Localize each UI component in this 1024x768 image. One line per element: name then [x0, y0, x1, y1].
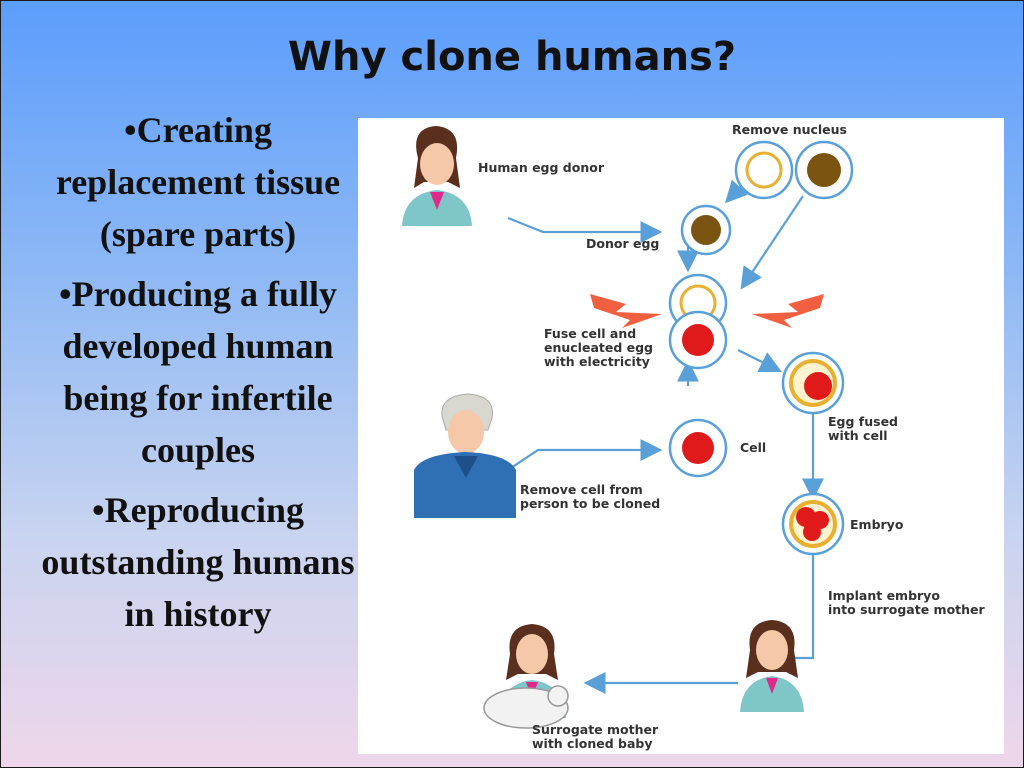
person-to-be-cloned-icon — [414, 393, 516, 518]
label-surrogate-line-2: with cloned baby — [532, 736, 653, 751]
label-remove-cell-line-2: person to be cloned — [520, 496, 660, 511]
cloning-diagram-svg: Remove nucleus Human egg donor Donor egg… — [402, 122, 986, 751]
diagram-labels: Remove nucleus Human egg donor Donor egg… — [478, 122, 986, 751]
donor-egg-cell — [680, 204, 732, 256]
label-remove-cell-line-1: Remove cell from — [520, 482, 643, 497]
bullet-outstanding-humans: •Reproducing outstanding humans in histo… — [41, 490, 355, 634]
label-cell: Cell — [740, 440, 766, 455]
embryo-cell — [781, 492, 845, 556]
label-surrogate-line-1: Surrogate mother — [532, 722, 659, 737]
label-egg-fused-line-2: with cell — [828, 428, 888, 443]
label-implant-line-2: into surrogate mother — [828, 602, 986, 617]
label-egg-fused-line-1: Egg fused — [828, 414, 898, 429]
fusion-cells — [668, 273, 728, 370]
label-human-egg-donor: Human egg donor — [478, 160, 605, 175]
cloning-diagram: Remove nucleus Human egg donor Donor egg… — [358, 118, 1004, 754]
label-fuse-line-2: enucleated egg — [544, 340, 653, 355]
label-donor-egg: Donor egg — [586, 236, 659, 251]
body-cell — [668, 418, 728, 478]
label-implant-line-1: Implant embryo — [828, 588, 940, 603]
bullet-infertile-couples: •Producing a fully developed human being… — [59, 274, 337, 470]
label-fuse-line-1: Fuse cell and — [544, 326, 636, 341]
label-fuse-line-3: with electricity — [544, 354, 650, 369]
bullet-list: •Creating replacement tissue (spare part… — [40, 104, 356, 648]
electric-spark-icons — [590, 294, 824, 328]
surrogate-mother-icon — [740, 620, 804, 712]
label-remove-nucleus: Remove nucleus — [732, 122, 847, 137]
surrogate-mother-with-baby-icon — [483, 624, 569, 729]
remove-nucleus-cells — [734, 140, 854, 200]
egg-donor-icon — [402, 126, 472, 226]
connector-arrows — [507, 179, 824, 694]
bullet-replacement-tissue: •Creating replacement tissue (spare part… — [55, 110, 341, 254]
label-embryo: Embryo — [850, 517, 904, 532]
slide-title: Why clone humans? — [287, 34, 737, 80]
egg-fused-cell — [781, 351, 845, 415]
